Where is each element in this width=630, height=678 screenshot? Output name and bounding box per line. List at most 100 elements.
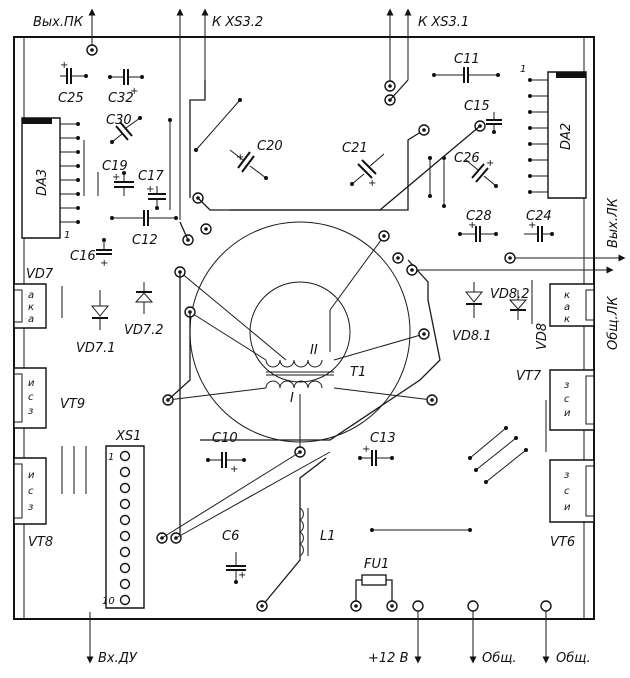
capacitor-c16: + C16 <box>70 238 112 269</box>
vd8-pin-a: a <box>564 302 570 313</box>
connector-vd8: к a к VD8 <box>531 280 595 350</box>
c6-label: C6 <box>222 529 239 544</box>
fuse-fu1: FU1 <box>350 557 398 612</box>
svg-text:+: + <box>236 152 244 163</box>
capacitor-c26: + C26 <box>454 151 498 188</box>
vd8-label: VD8 <box>535 323 550 350</box>
terminal-vx-du: Вх.ДУ <box>86 612 138 666</box>
capacitor-c17: + C17 <box>138 169 166 210</box>
capacitor-c20: + C20 <box>229 139 283 180</box>
ic-da2: DA2 1 <box>520 64 587 199</box>
ic-da3: DA3 1 <box>21 117 80 241</box>
da3-pin1: 1 <box>64 230 70 241</box>
capacitor-c19: + C19 <box>102 159 134 196</box>
capacitor-c24: + C24 <box>524 209 554 242</box>
connector-vt6: з с и VT6 <box>549 459 595 550</box>
label-vyh-lk: Вых.ЛК <box>606 197 621 248</box>
svg-text:+: + <box>362 444 370 455</box>
vt6-label: VT6 <box>550 535 575 550</box>
vt8-pin-i: и <box>28 470 35 481</box>
capacitor-c32: + C32 <box>108 69 144 106</box>
vt8-label: VT8 <box>28 535 53 550</box>
c20-label: C20 <box>257 139 283 154</box>
c21-label: C21 <box>342 141 368 156</box>
c28-label: C28 <box>466 209 492 224</box>
vd8-1-label: VD8.1 <box>452 329 492 344</box>
transformer-t1: T1 I II <box>162 221 438 458</box>
svg-text:+: + <box>112 172 120 183</box>
diode-vd7-2: VD7.2 <box>124 282 164 338</box>
t1-label: T1 <box>350 365 366 380</box>
c13-label: C13 <box>370 431 396 446</box>
vd8-pin-k1: к <box>564 290 570 301</box>
header-xs1: XS1 1 10 <box>102 429 145 609</box>
c10-label: C10 <box>212 431 238 446</box>
t1-winding-2: II <box>310 343 318 358</box>
c15-label: C15 <box>464 99 490 114</box>
traces-right-diagonal <box>468 400 547 484</box>
c32-label: C32 <box>108 91 134 106</box>
traces-upper <box>83 79 486 441</box>
vt6-pin-z: з <box>564 470 569 481</box>
xs1-pin-last: 10 <box>102 596 115 607</box>
capacitor-c10: + C10 <box>206 431 246 475</box>
svg-text:+: + <box>130 86 138 97</box>
label-vyh-pk: Вых.ПК <box>33 15 84 30</box>
vd7-2-label: VD7.2 <box>124 323 164 338</box>
svg-text:+: + <box>528 220 536 231</box>
board-outline <box>13 36 595 620</box>
c19-label: C19 <box>102 159 128 174</box>
svg-text:+: + <box>468 220 476 231</box>
inductor-l1: L1 <box>256 457 336 612</box>
capacitor-c21: + C21 <box>342 141 385 189</box>
svg-text:+: + <box>230 464 238 475</box>
svg-text:+: + <box>100 258 108 269</box>
label-common-1: Общ. <box>482 651 517 666</box>
svg-text:+: + <box>146 184 154 195</box>
diode-vd8-1: VD8.1 <box>452 282 492 344</box>
connector-vd7: a к a VD7 <box>13 267 63 329</box>
vt9-pin-z: з <box>28 406 33 417</box>
vt6-pin-i: и <box>564 502 571 513</box>
terminal-vyh-lk: Вых.ЛК <box>504 197 626 264</box>
vd8-pin-k2: к <box>564 314 570 325</box>
vt7-pin-i: и <box>564 408 571 419</box>
diode-vd7-1: VD7.1 <box>76 290 116 356</box>
traces-lower-left <box>156 272 331 544</box>
c26-label: C26 <box>454 151 480 166</box>
capacitor-c25: + C25 <box>58 60 88 106</box>
capacitor-c6: + C6 <box>222 529 246 584</box>
vt9-label: VT9 <box>60 397 85 412</box>
vt6-pin-s: с <box>564 486 570 497</box>
svg-text:+: + <box>486 158 494 169</box>
terminal-obsh-lk: Общ.ЛК <box>413 266 621 350</box>
vd7-1-label: VD7.1 <box>76 341 116 356</box>
terminal-vyh-pk: Вых.ПК <box>33 8 98 56</box>
c24-label: C24 <box>526 209 552 224</box>
xs1-label: XS1 <box>115 429 141 444</box>
da2-pin1: 1 <box>520 64 526 75</box>
vt9-pin-s: с <box>28 392 34 403</box>
c30-label: C30 <box>106 113 132 128</box>
svg-text:+: + <box>60 60 68 71</box>
terminal-k-xs3-2: К XS3.2 <box>176 8 263 220</box>
capacitor-c15: C15 <box>464 99 502 134</box>
vt9-pin-i: и <box>28 378 35 389</box>
vd7-pin-k: к <box>28 302 34 313</box>
label-k-xs3-1: К XS3.1 <box>418 15 469 30</box>
c17-label: C17 <box>138 169 164 184</box>
diode-vd8-2: VD8.2 <box>490 287 530 320</box>
vd8-2-label: VD8.2 <box>490 287 530 302</box>
xs1-pin-first: 1 <box>108 452 114 463</box>
l1-label: L1 <box>320 529 336 544</box>
capacitor-c30: C30 <box>106 113 142 144</box>
connector-vt7: з с и VT7 <box>516 369 595 431</box>
terminal-common-1: Общ. <box>467 600 517 666</box>
svg-text:+: + <box>368 178 376 189</box>
terminal-12v: +12 В <box>368 600 424 666</box>
connector-vt8: и с з VT8 <box>13 446 87 550</box>
capacitor-c28: + C28 <box>458 209 498 242</box>
c25-label: C25 <box>58 91 84 106</box>
vt8-pin-z: з <box>28 502 33 513</box>
